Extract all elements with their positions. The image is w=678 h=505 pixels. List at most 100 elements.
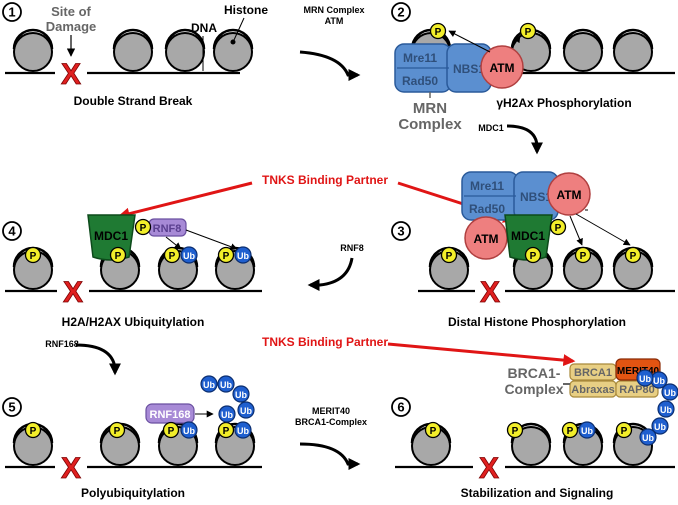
svg-text:Ub: Ub (653, 376, 665, 386)
transition-arrow (506, 124, 543, 155)
step-5: 5 X RNF168 P P P P Ub Ub Ub Ub Ub Ub Ub … (2, 375, 262, 500)
ubiquitin-chain: Ub Ub Ub Ub Ub Ub (636, 369, 678, 446)
svg-text:2: 2 (397, 5, 404, 20)
phospho-mark: P (217, 246, 235, 264)
svg-text:Ub: Ub (183, 251, 195, 261)
mrn-complex-label: MRN (413, 100, 447, 117)
svg-text:P: P (169, 251, 176, 262)
break-mark: X (63, 276, 83, 309)
tnks-binding-partner-2: TNKS Binding Partner (262, 335, 576, 367)
tnks-label: TNKS Binding Partner (262, 335, 388, 349)
step-caption: H2A/H2AX Ubiquitylation (62, 315, 205, 329)
svg-text:Ub: Ub (237, 426, 249, 436)
svg-text:P: P (512, 426, 519, 437)
histone (112, 28, 154, 72)
phospho-mark: P (134, 218, 152, 236)
phospho-mark: P (24, 246, 42, 264)
histone-pointer (233, 17, 245, 41)
rnf8-protein: RNF8 (148, 218, 187, 237)
phospho-mark: P (429, 22, 447, 40)
svg-text:Rad50: Rad50 (402, 74, 438, 88)
mdc1-protein: MDC1 (87, 214, 136, 261)
site-of-damage-label: Damage (46, 19, 97, 34)
svg-text:P: P (30, 426, 37, 437)
tnks-arrow (387, 342, 576, 367)
svg-text:P: P (30, 251, 37, 262)
transition-label: BRCA1-Complex (295, 417, 367, 427)
histone (212, 28, 254, 72)
transition-arrow (299, 50, 361, 81)
svg-text:P: P (115, 251, 122, 262)
step-number-badge: 6 (391, 397, 411, 417)
svg-text:Ub: Ub (639, 374, 651, 384)
phospho-mark: P (162, 421, 180, 439)
transition-label: ATM (325, 16, 344, 26)
svg-text:P: P (530, 251, 537, 262)
svg-text:RNF168: RNF168 (150, 409, 191, 421)
phospho-mark: P (549, 218, 567, 236)
ubiquitin-mark: Ub (636, 369, 654, 387)
svg-text:P: P (630, 251, 637, 262)
svg-text:MERIT40: MERIT40 (617, 366, 660, 377)
svg-text:Ub: Ub (237, 251, 249, 261)
ubiquitin-mark: Ub (200, 375, 218, 393)
svg-text:ATM: ATM (489, 61, 514, 75)
break-mark: X (61, 58, 81, 91)
rnf168-protein: RNF168 (145, 403, 195, 424)
svg-text:ATM: ATM (556, 188, 581, 202)
svg-text:P: P (168, 426, 175, 437)
step-caption: Polyubiquitylation (81, 486, 185, 500)
ubiquitin-mark: Ub (180, 421, 198, 439)
transition-4-5: RNF168 (45, 339, 121, 376)
histone (612, 246, 654, 290)
svg-text:MDC1: MDC1 (511, 229, 545, 243)
svg-text:P: P (114, 426, 121, 437)
histone (612, 28, 654, 72)
svg-text:Ub: Ub (203, 380, 215, 390)
svg-text:Ub: Ub (240, 406, 252, 416)
phospho-mark: P (524, 246, 542, 264)
phospho-mark: P (163, 246, 181, 264)
step-caption: Double Strand Break (74, 94, 193, 108)
svg-text:3: 3 (397, 224, 404, 239)
ubiquitin-mark: Ub (234, 246, 252, 264)
transition-label: MRN Complex (303, 5, 364, 15)
svg-text:6: 6 (397, 400, 404, 415)
tnks-binding-partner-1: TNKS Binding Partner (117, 173, 516, 223)
ubiquitin-mark: Ub (237, 401, 255, 419)
ubiquitin-chain: Ub Ub Ub Ub Ub Ub (200, 375, 255, 439)
histone-label: Histone (224, 3, 268, 17)
phospho-mark: P (217, 421, 235, 439)
transition-arrow (75, 343, 121, 376)
svg-text:Ub: Ub (235, 390, 247, 400)
svg-text:1: 1 (8, 5, 15, 20)
histone (164, 28, 206, 72)
svg-text:Mre11: Mre11 (403, 51, 437, 65)
ubiquitin-mark: Ub (578, 421, 596, 439)
svg-text:P: P (580, 251, 587, 262)
tnks-arrow (117, 181, 253, 220)
transition-label: RNF168 (45, 339, 79, 349)
mrn-complex-label: Complex (398, 116, 462, 133)
transition-3-4: RNF8 (307, 243, 364, 291)
dna-label: DNA (191, 21, 217, 35)
transition-arrow (307, 257, 354, 291)
svg-text:Ub: Ub (664, 388, 676, 398)
step-4: 4 X MDC1 RNF8 P P P P P Ub Ub H2A/H2AX U… (2, 214, 262, 329)
step-number-badge: 5 (2, 397, 22, 417)
mrn-complex: Mre11 Rad50 NBS1 (461, 171, 559, 221)
phospho-mark: P (624, 246, 642, 264)
ubiquitin-mark: Ub (639, 428, 657, 446)
histone (12, 28, 54, 72)
svg-text:Ub: Ub (221, 410, 233, 420)
svg-text:P: P (525, 27, 532, 38)
phospho-mark: P (424, 421, 442, 439)
ubiquitin-mark: Ub (217, 375, 235, 393)
step-caption: γH2Ax Phosphorylation (496, 96, 631, 110)
svg-text:P: P (140, 223, 147, 234)
atm-protein: ATM (464, 216, 508, 260)
transition-label: MDC1 (478, 123, 504, 133)
step-6: 6 X BRCA1 Abraxas RAP80 MERIT40 BRCA1- C… (391, 358, 678, 500)
break-mark: X (480, 276, 500, 309)
brca1-complex-label: BRCA1- (508, 365, 561, 381)
